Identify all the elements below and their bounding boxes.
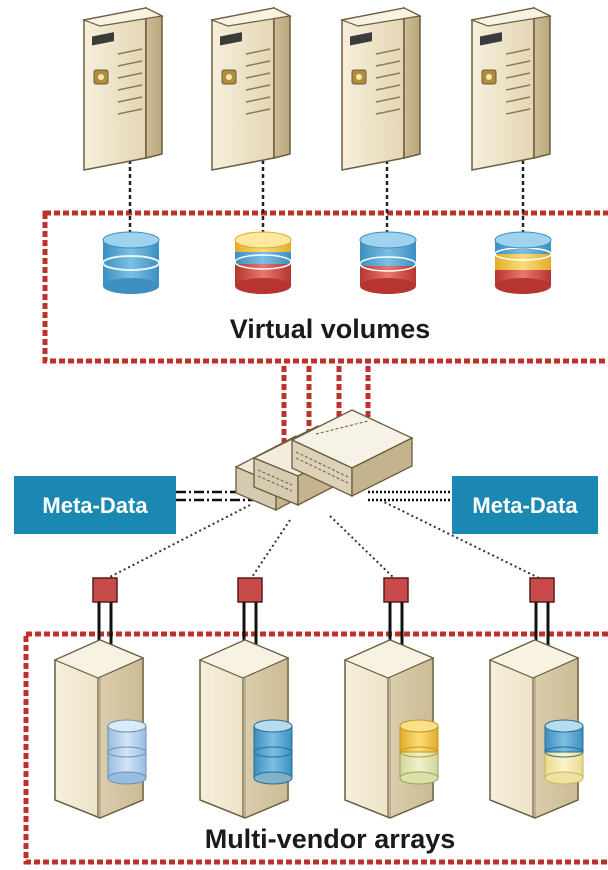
- port-block-icon: [529, 577, 555, 603]
- server-volume-links: [128, 160, 525, 236]
- port-block-icon: [92, 577, 118, 603]
- virtual-volumes-group-border: [42, 210, 608, 364]
- server-icon: [83, 7, 163, 171]
- virtual-volumes-label: Virtual volumes: [230, 314, 431, 344]
- yellow-array-icon: [344, 639, 439, 819]
- port-block-icon: [383, 577, 409, 603]
- network-switch-icon: [234, 409, 414, 512]
- meta-data-box-right: Meta-Data: [452, 476, 598, 534]
- blue-yellow-array-icon: [489, 639, 584, 819]
- blue-array-icon: [199, 639, 293, 819]
- server-icon: [211, 7, 291, 171]
- blue-red-disk-icon: [359, 231, 417, 294]
- server-icon: [471, 7, 551, 171]
- light-blue-array-icon: [54, 639, 147, 819]
- meta-data-label: Meta-Data: [42, 493, 148, 518]
- switch-port-links: [103, 499, 544, 581]
- arrays-group-border: [23, 631, 608, 865]
- meta-data-links: [176, 490, 452, 502]
- server-icon: [341, 7, 421, 171]
- blue-disk-icon: [102, 231, 160, 294]
- blue-yellow-red-disk-icon: [494, 231, 552, 294]
- multi-vendor-arrays-label: Multi-vendor arrays: [205, 824, 456, 854]
- yellow-blue-red-disk-icon: [234, 231, 292, 294]
- port-block-icon: [237, 577, 263, 603]
- port-array-links: [97, 602, 550, 660]
- meta-data-label: Meta-Data: [472, 493, 578, 518]
- meta-data-box-left: Meta-Data: [14, 476, 176, 534]
